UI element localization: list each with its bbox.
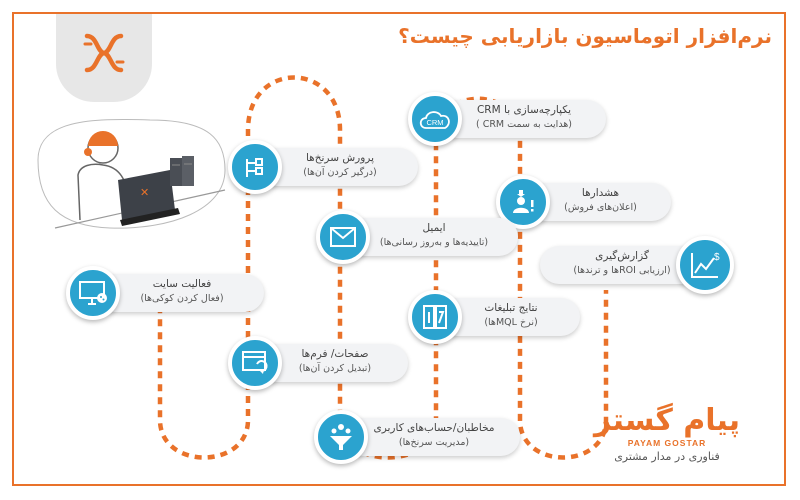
dollar-icon: $ [714,252,720,263]
support-agent-illustration: ✕ [37,118,226,229]
laptop-logo-icon: ✕ [140,186,149,199]
tree-icon [228,140,282,194]
node-nurture-label: پرورش سرنخ‌ها (درگیر کردن آن‌ها) [258,148,418,186]
node-site-label: فعالیت سایت (فعال کردن کوکی‌ها) [96,274,264,312]
brand-name-en: PAYAM GOSTAR [627,438,707,448]
user-alert-icon [496,175,550,229]
border-frame [12,12,786,486]
node-crm-label: یکپارچه‌سازی با CRM (هدایت به سمت CRM ) [438,100,606,138]
people-funnel-icon [314,410,368,464]
node-alerts-label: هشدارها (اعلان‌های فروش) [526,183,671,221]
node-pages-label: صفحات/ فرم‌ها (تبدیل کردن آن‌ها) [258,344,408,382]
brand-tagline: فناوری در مدار مشتری [614,450,720,463]
node-email-label: ایمیل (تاییدیه‌ها و به‌روز رسانی‌ها) [346,218,518,256]
envelope-icon [316,210,370,264]
monitor-cookie-icon [66,266,120,320]
svg-text:CRM: CRM [426,118,443,127]
brand-logo: پیام گستر PAYAM GOSTAR فناوری در مدار مش… [592,403,742,464]
ad-results-icon [408,290,462,344]
chart-dollar-icon: $ [676,236,734,294]
form-refresh-icon [228,336,282,390]
brand-name-fa: پیام گستر [593,403,741,438]
page-title: نرم‌افزار اتوماسیون بازاریابی چیست؟ [398,24,772,48]
crm-cloud-icon: CRM [408,92,462,146]
node-reports-label: گزارش‌گیری (ارزیابی ROIها و ترندها) [540,246,700,284]
node-contacts-label: مخاطبان/حساب‌های کاربری (مدیریت سرنخ‌ها) [344,418,520,456]
logo-tab [56,14,152,102]
logo-x-icon [83,33,125,73]
